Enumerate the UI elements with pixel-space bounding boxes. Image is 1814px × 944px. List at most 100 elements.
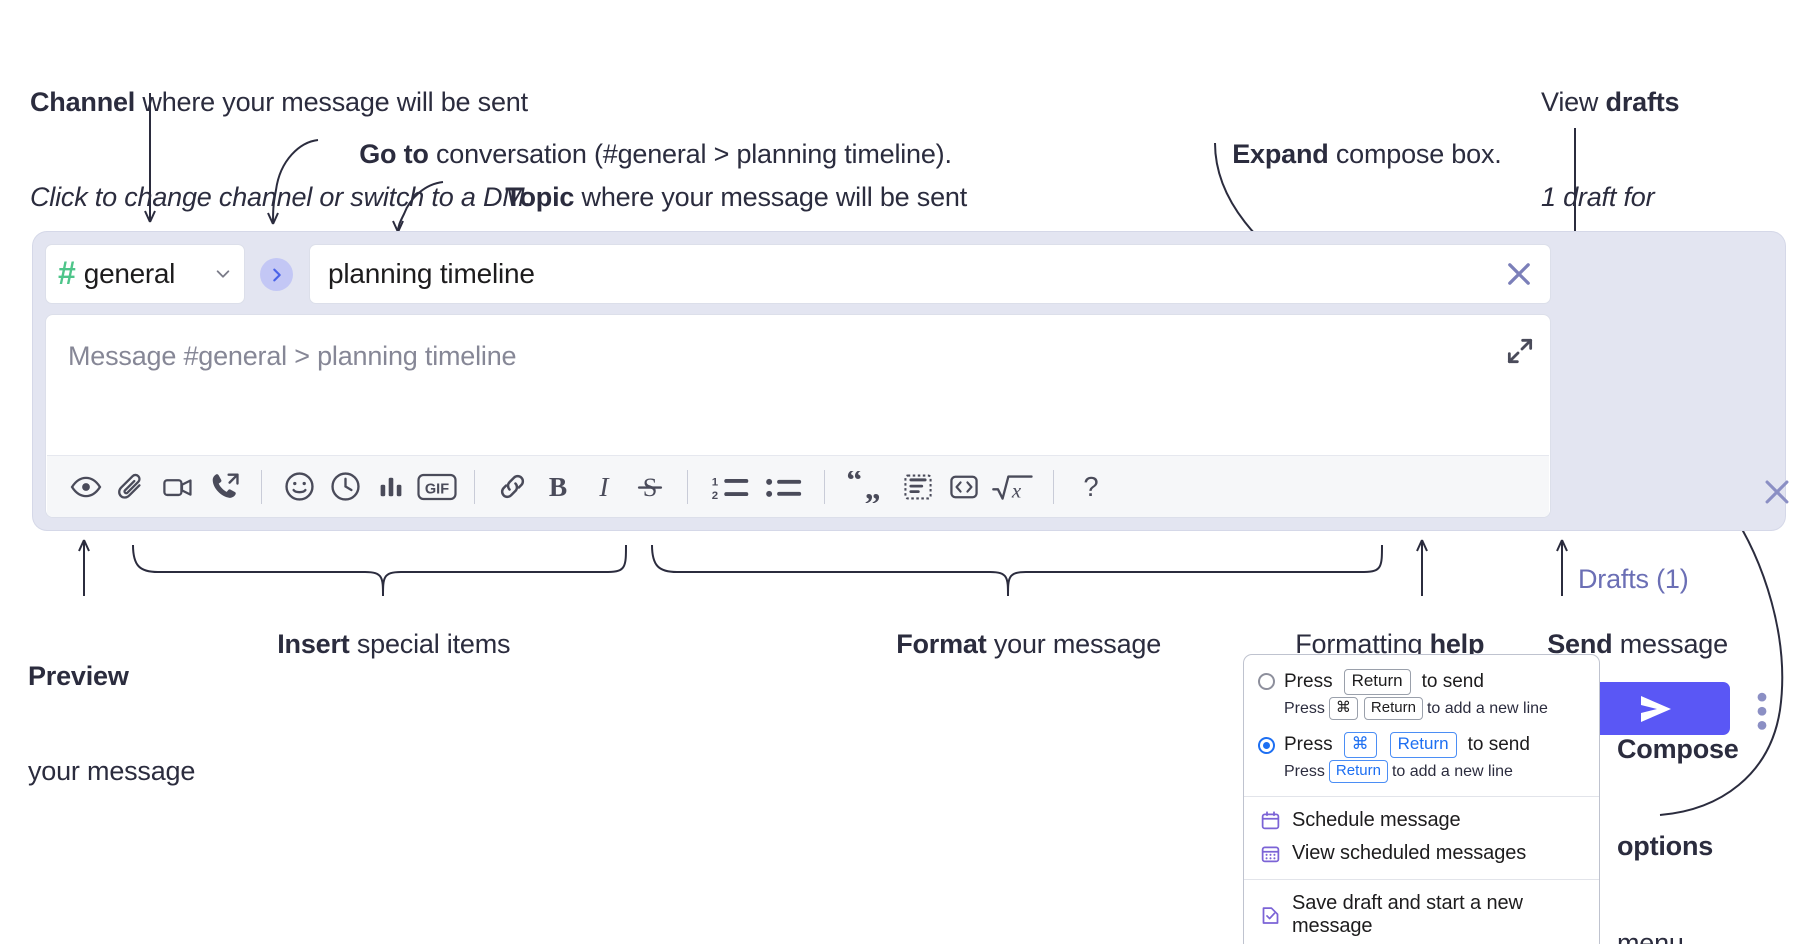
svg-text:2: 2 xyxy=(712,490,718,502)
strikethrough-icon[interactable]: S xyxy=(627,464,673,510)
save-draft-check-icon xyxy=(1262,907,1279,924)
toolbar-separator xyxy=(474,469,475,504)
close-icon[interactable] xyxy=(1760,475,1794,509)
kbd-return: Return xyxy=(1363,696,1423,721)
svg-text:1: 1 xyxy=(712,476,719,488)
svg-text:?: ? xyxy=(1083,471,1098,502)
emoji-smiley-icon[interactable] xyxy=(276,464,322,510)
svg-text:GIF: GIF xyxy=(425,481,449,497)
kbd-command: ⌘ xyxy=(1343,732,1377,759)
gif-icon[interactable]: GIF xyxy=(414,464,460,510)
topic-field[interactable]: planning timeline xyxy=(309,244,1551,304)
annotation-channel: Channel where your message will be sent … xyxy=(30,23,532,278)
svg-text:B: B xyxy=(549,472,567,502)
kbd-return: Return xyxy=(1328,760,1388,784)
more-options-vertical-icon[interactable] xyxy=(1745,690,1779,730)
chevron-right-icon xyxy=(272,268,281,281)
expand-icon[interactable] xyxy=(1504,335,1536,367)
option2-subtext: Press Return to add a new line xyxy=(1244,758,1599,787)
annotation-format: Format your message xyxy=(867,597,1161,693)
annotation-formatting-help-bold: help xyxy=(1429,628,1485,659)
annotation-goto-bold: Go to xyxy=(359,138,429,169)
option-press-return-to-send[interactable]: Press Return to send xyxy=(1244,665,1599,695)
poll-bar-chart-icon[interactable] xyxy=(368,464,414,510)
annotation-format-rest: your message xyxy=(986,628,1162,659)
toolbar-separator xyxy=(1053,469,1054,504)
audio-call-icon[interactable] xyxy=(201,464,247,510)
annotation-preview-bold: Preview xyxy=(28,660,129,691)
menu-item-schedule-message[interactable]: Schedule message xyxy=(1244,804,1599,837)
chevron-down-icon xyxy=(216,270,230,278)
annotation-compose-options-bold1: Compose xyxy=(1617,733,1739,764)
compose-panel: Drafts (1) # general xyxy=(33,232,1789,735)
annotation-preview: Preview your message xyxy=(28,597,195,852)
option2-to-send: to send xyxy=(1467,734,1530,756)
compose-options-menu: Press Return to send Press ⌘ Return to a… xyxy=(1243,654,1600,944)
annotation-goto-rest: conversation (#general > planning timeli… xyxy=(428,138,952,169)
annotation-formatting-help: Formatting help xyxy=(1266,597,1484,693)
annotation-insert: Insert special items xyxy=(248,597,510,693)
option2-sub-rest: to add a new line xyxy=(1391,762,1513,780)
option1-to-send: to send xyxy=(1421,670,1484,692)
toolbar-separator xyxy=(261,469,262,504)
annotation-expand-bold: Expand xyxy=(1232,138,1329,169)
code-block-icon[interactable] xyxy=(895,464,941,510)
bold-icon[interactable]: B xyxy=(535,464,581,510)
menu-divider xyxy=(1244,879,1599,881)
help-question-icon[interactable]: ? xyxy=(1068,464,1114,510)
italic-icon[interactable]: I xyxy=(581,464,627,510)
clock-icon[interactable] xyxy=(322,464,368,510)
annotation-insert-rest: special items xyxy=(349,628,511,659)
goto-conversation-button[interactable] xyxy=(260,258,293,291)
svg-text:„: „ xyxy=(865,471,881,503)
annotation-compose-options: Compose options menu xyxy=(1617,668,1739,944)
annotation-channel-rest: where your message will be sent xyxy=(135,86,528,117)
ordered-list-icon[interactable]: 1 2 xyxy=(702,464,758,510)
annotation-send: Send message xyxy=(1518,597,1728,693)
blockquote-icon[interactable]: “ „ xyxy=(839,464,895,510)
annotation-compose-options-rest: menu xyxy=(1617,928,1684,944)
channel-picker[interactable]: # general xyxy=(45,244,245,304)
preview-icon[interactable] xyxy=(63,464,109,510)
annotation-drafts-bold: drafts xyxy=(1605,86,1680,117)
option-press-cmd-return-to-send[interactable]: Press ⌘ Return to send xyxy=(1244,724,1599,759)
annotation-topic-bold: Topic xyxy=(505,181,575,212)
formatting-toolbar: GIF B xyxy=(47,455,1549,517)
attachment-paperclip-icon[interactable] xyxy=(109,464,155,510)
send-paper-plane-icon xyxy=(1641,695,1671,722)
option1-sub-rest: to add a new line xyxy=(1426,699,1548,717)
message-placeholder: Message #general > planning timeline xyxy=(68,341,517,371)
annotation-goto: Go to conversation (#general > planning … xyxy=(330,107,952,203)
annotation-send-bold: Send xyxy=(1547,628,1613,659)
annotation-expand: Expand compose box. xyxy=(1203,107,1502,203)
annotation-formatting-help-prefix: Formatting xyxy=(1295,628,1430,659)
menu-divider xyxy=(1244,796,1599,798)
send-button[interactable] xyxy=(1582,682,1730,735)
annotation-channel-bold: Channel xyxy=(30,86,136,117)
annotation-compose-options-bold2: options xyxy=(1617,830,1714,861)
inline-code-icon[interactable] xyxy=(941,464,987,510)
menu-item-view-scheduled-messages[interactable]: View scheduled messages xyxy=(1244,837,1599,870)
link-icon[interactable] xyxy=(489,464,535,510)
channel-name: general xyxy=(83,258,176,289)
message-input-box[interactable]: Message #general > planning timeline xyxy=(45,314,1551,518)
annotation-preview-line2: your message xyxy=(28,756,196,787)
bulleted-list-icon[interactable] xyxy=(758,464,810,510)
menu-item-label: Schedule message xyxy=(1292,809,1461,832)
radio-unselected[interactable] xyxy=(1258,673,1275,691)
math-latex-icon[interactable]: x xyxy=(987,464,1039,510)
svg-text:“: “ xyxy=(846,471,862,497)
menu-item-save-draft[interactable]: Save draft and start a new message xyxy=(1244,887,1599,943)
annotation-channel-sub: Click to change channel or switch to a D… xyxy=(30,182,532,213)
close-icon[interactable] xyxy=(1502,257,1536,291)
option2-press: Press xyxy=(1284,734,1333,756)
menu-item-label: Save draft and start a new message xyxy=(1292,892,1523,938)
annotation-topic-rest: where your message will be sent xyxy=(574,181,968,212)
option2-sub-press: Press xyxy=(1284,762,1325,780)
kbd-return: Return xyxy=(1343,669,1411,695)
option1-sub-press: Press xyxy=(1284,699,1325,717)
radio-selected[interactable] xyxy=(1258,736,1275,754)
drafts-link[interactable]: Drafts (1) xyxy=(1578,564,1689,594)
video-camera-icon[interactable] xyxy=(155,464,201,510)
